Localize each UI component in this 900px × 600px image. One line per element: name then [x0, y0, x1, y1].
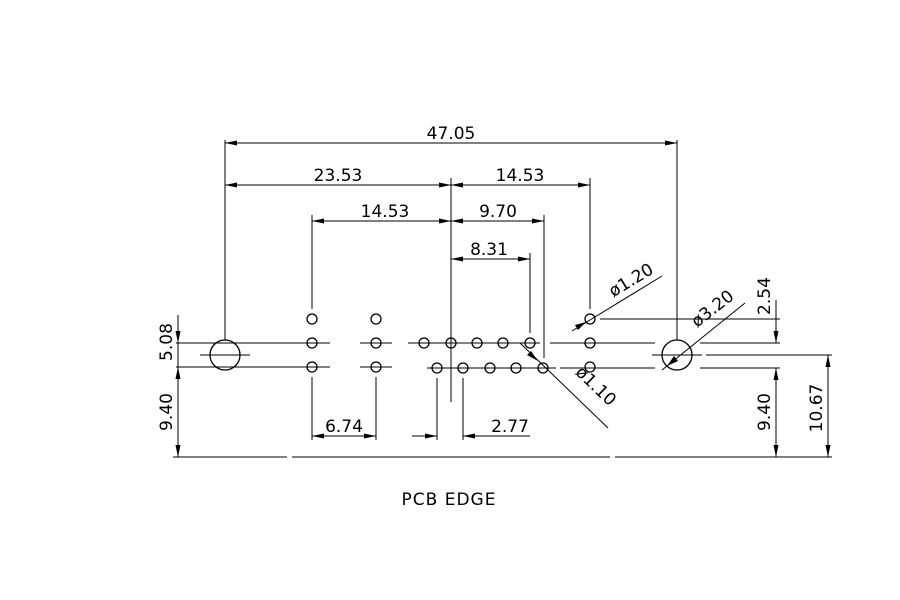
dia-mount-hole-leader [661, 302, 746, 371]
dia-mount-hole-label: ø3.20 [688, 286, 738, 331]
pcb-edge-label: PCB EDGE [402, 490, 497, 510]
dim-center-to-right-col-label: 14.53 [496, 166, 545, 186]
dim-row-offset-label: 2.77 [491, 417, 529, 437]
dim-row-offset [412, 433, 530, 439]
left-mounting-hole [200, 140, 250, 371]
dim-center-to-row-end [451, 256, 530, 262]
dim-right-edge-height [773, 368, 779, 457]
dim-left-col-spacing [312, 433, 376, 439]
dim-left-col-spacing-label: 6.74 [325, 417, 363, 437]
center-lines [176, 318, 832, 369]
dim-left-edge-height [175, 367, 181, 457]
dim-center-to-inner-right-label: 9.70 [479, 202, 517, 222]
dim-center-to-right-col [451, 182, 590, 188]
dim-left-hole-height-label: 5.08 [157, 323, 177, 361]
dim-left-col-to-center [312, 218, 451, 224]
dim-left-col-to-center-label: 14.53 [361, 202, 410, 222]
dim-right-total-height [825, 355, 831, 457]
dia-signal-pin-label: ø1.10 [571, 362, 620, 410]
right-mounting-hole [652, 140, 702, 371]
extension-lines [311, 178, 591, 440]
dia-signal-pin-leader [519, 342, 609, 429]
dim-overall-width [225, 140, 677, 146]
dim-right-edge-height-label: 9.40 [755, 393, 775, 431]
dim-right-row-pitch-label: 2.54 [755, 277, 775, 315]
dim-center-to-inner-right [451, 218, 544, 224]
dim-left-to-center [225, 182, 451, 188]
dia-small-pin-label: ø1.20 [606, 260, 658, 302]
dim-left-edge-height-label: 9.40 [157, 393, 177, 431]
dim-center-to-row-end-label: 8.31 [470, 240, 508, 260]
dim-overall-width-label: 47.05 [427, 124, 476, 144]
dim-left-to-center-label: 23.53 [314, 166, 363, 186]
dia-small-pin-leader [571, 275, 663, 332]
dim-right-total-height-label: 10.67 [807, 384, 827, 433]
